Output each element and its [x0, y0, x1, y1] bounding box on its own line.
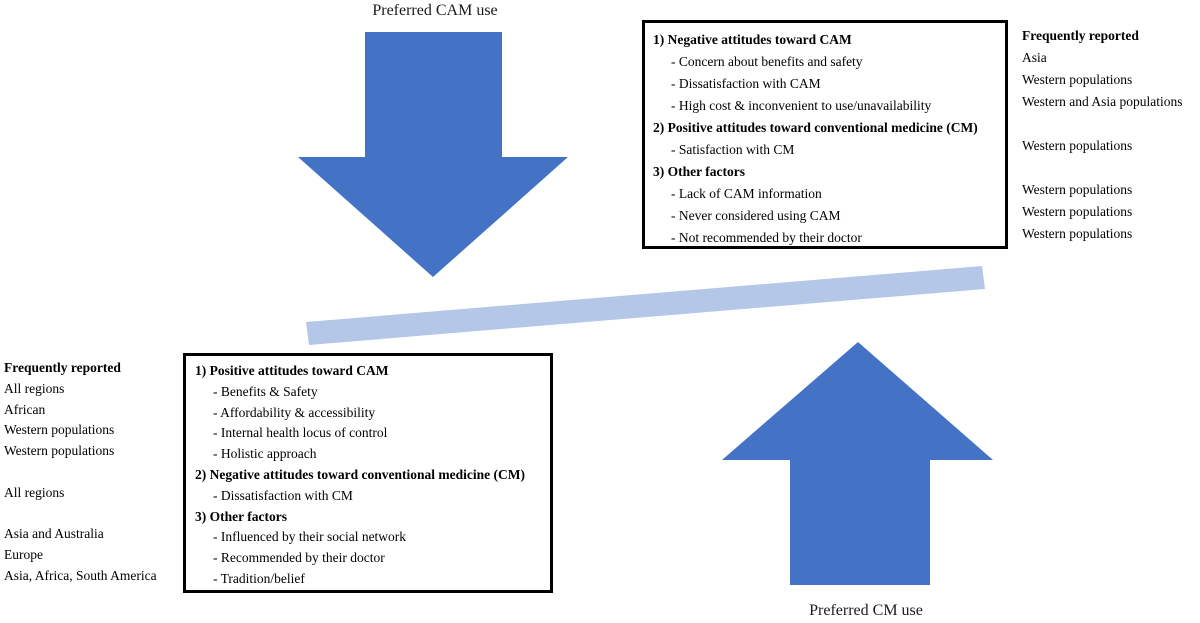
region-item: Western and Asia populations	[1022, 94, 1183, 109]
factor-line: - Not recommended by their doctor	[671, 230, 862, 245]
column-title: Frequently reported	[4, 360, 121, 375]
factor-line: 2) Positive attitudes toward conventiona…	[653, 120, 978, 135]
factor-line: - Never considered using CAM	[671, 208, 841, 223]
factor-line: 1) Positive attitudes toward CAM	[195, 363, 389, 378]
balance-beam	[306, 266, 985, 345]
down-arrow-icon	[298, 32, 568, 277]
factor-line: - Influenced by their social network	[213, 529, 407, 545]
factor-line: - Recommended by their doctor	[213, 550, 385, 566]
region-item: Western populations	[1022, 226, 1133, 241]
region-item: Western populations	[1022, 204, 1133, 219]
factor-line: - Affordability & accessibility	[213, 404, 376, 420]
region-item: African	[4, 401, 46, 417]
frequently-reported-right-column: Frequently reported Asia Western populat…	[1022, 25, 1200, 245]
cam-nonuse-factors-box: 1) Negative attitudes toward CAM - Conce…	[642, 20, 1008, 249]
preferred-cam-use-label: Preferred CAM use	[372, 2, 498, 19]
cam-use-factors-box: 1) Positive attitudes toward CAM - Benef…	[183, 353, 553, 593]
factor-line: - Dissatisfaction with CAM	[671, 76, 821, 91]
region-item: Western populations	[4, 422, 115, 438]
factor-line: - Dissatisfaction with CM	[213, 487, 353, 503]
region-item	[1022, 113, 1200, 135]
region-item	[4, 504, 182, 525]
region-item: Western populations	[1022, 138, 1133, 153]
region-item: Western populations	[1022, 182, 1133, 197]
factor-line: - Benefits & Safety	[213, 383, 318, 399]
region-item: All regions	[4, 380, 65, 396]
factor-line: - Concern about benefits and safety	[671, 54, 863, 69]
region-item: Western populations	[1022, 72, 1133, 87]
region-item: Asia	[1022, 50, 1047, 65]
region-item: Asia and Australia	[4, 526, 104, 542]
region-item: Asia, Africa, South America	[4, 567, 157, 583]
region-item: Europe	[4, 547, 43, 563]
factor-line: 1) Negative attitudes toward CAM	[653, 32, 852, 47]
factor-line: - Holistic approach	[213, 446, 317, 462]
factor-line: 3) Other factors	[653, 164, 745, 179]
region-item	[1022, 157, 1200, 179]
column-title: Frequently reported	[1022, 28, 1139, 43]
factor-line: - Satisfaction with CM	[671, 142, 795, 157]
region-item: Western populations	[4, 443, 115, 459]
factor-line: 3) Other factors	[195, 508, 287, 524]
factor-line: - Lack of CAM information	[671, 186, 822, 201]
preferred-cm-use-label: Preferred CM use	[809, 602, 923, 619]
factor-line: - Tradition/belief	[213, 570, 305, 586]
region-item	[4, 462, 182, 483]
frequently-reported-left-column: Frequently reported All regions African …	[4, 358, 182, 587]
factor-line: 2) Negative attitudes toward conventiona…	[195, 466, 525, 482]
factor-line: - High cost & inconvenient to use/unavai…	[671, 98, 932, 113]
factor-line: - Internal health locus of control	[213, 425, 388, 441]
region-item: All regions	[4, 484, 65, 500]
up-arrow-icon	[722, 342, 993, 585]
